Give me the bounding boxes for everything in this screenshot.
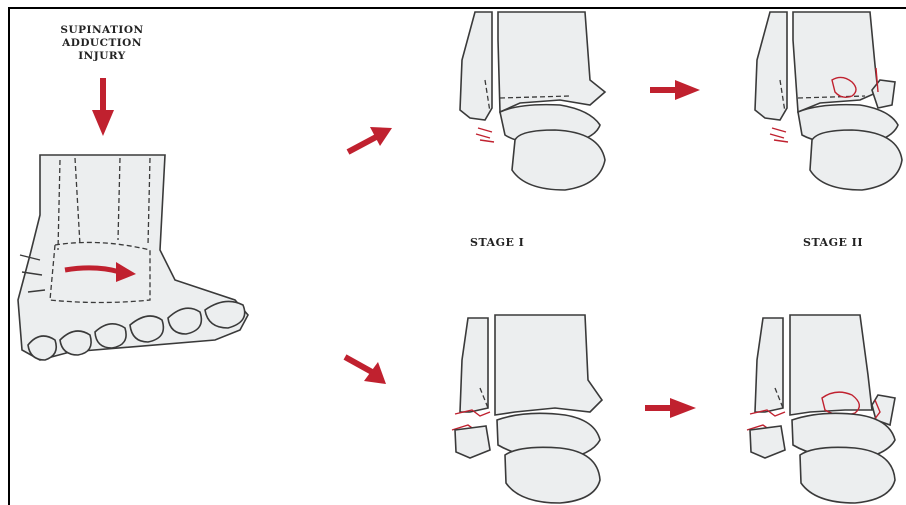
- foot-illustration: [18, 155, 248, 360]
- ankle-stage-2-bottom: [747, 315, 895, 503]
- arrow-down-icon: [92, 78, 114, 136]
- ankle-stage-1-top: [460, 12, 605, 190]
- ankle-stage-1-bottom: [452, 315, 602, 503]
- arrow-down-right-icon: [345, 357, 386, 384]
- arrow-right-icon: [650, 80, 700, 100]
- arrow-up-right-icon: [348, 127, 392, 152]
- arrow-right-icon: [645, 398, 696, 418]
- ankle-stage-2-top: [755, 12, 902, 190]
